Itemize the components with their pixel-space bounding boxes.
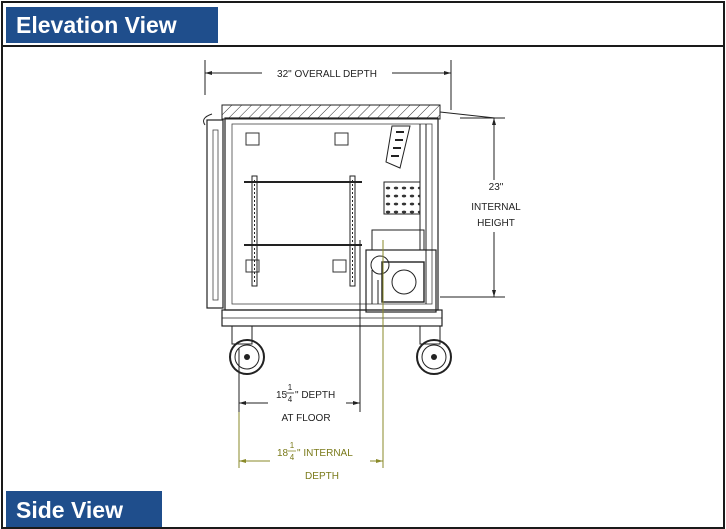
vent-icon — [334, 132, 349, 146]
floor-depth-denominator: 4 — [288, 395, 293, 404]
internal-height-value: 23" — [489, 182, 504, 193]
countertop — [221, 104, 441, 120]
internal-depth-dimension: 18 1 4 " INTERNAL DEPTH — [238, 240, 384, 482]
elevation-view-title: Elevation View — [6, 7, 218, 43]
floor-depth-dimension: 15 1 4 " DEPTH AT FLOOR — [238, 240, 361, 424]
floor-depth-line2: AT FLOOR — [281, 413, 330, 424]
compressor — [381, 261, 425, 303]
floor-depth-whole: 15 — [276, 390, 288, 401]
floor-depth-suffix: " DEPTH — [295, 390, 335, 401]
internal-depth-whole: 18 — [277, 448, 289, 459]
header-bar: Elevation View — [3, 3, 723, 47]
overall-depth-dimension: 32" OVERALL DEPTH — [204, 60, 452, 110]
overall-depth-label: 32" OVERALL DEPTH — [277, 69, 377, 80]
internal-depth-line2: DEPTH — [305, 471, 339, 482]
internal-depth-suffix: " INTERNAL — [297, 448, 353, 459]
louver-grill — [383, 181, 421, 215]
cabinet-body — [203, 113, 439, 313]
internal-height-label-line1: INTERNAL — [471, 202, 521, 213]
side-view-title: Side View — [6, 491, 162, 527]
vent-icon — [245, 132, 260, 146]
internal-height-dimension: 23" INTERNAL HEIGHT — [440, 117, 521, 298]
internal-height-label-line2: HEIGHT — [477, 218, 515, 229]
base-and-casters — [221, 309, 452, 375]
rear-caster-wheel — [416, 339, 452, 375]
door-panel — [206, 119, 224, 309]
front-caster-wheel — [229, 339, 265, 375]
floor-depth-numerator: 1 — [288, 383, 293, 392]
internal-depth-denominator: 4 — [290, 453, 295, 462]
compressor-compartment — [365, 249, 437, 313]
internal-depth-numerator: 1 — [290, 441, 295, 450]
